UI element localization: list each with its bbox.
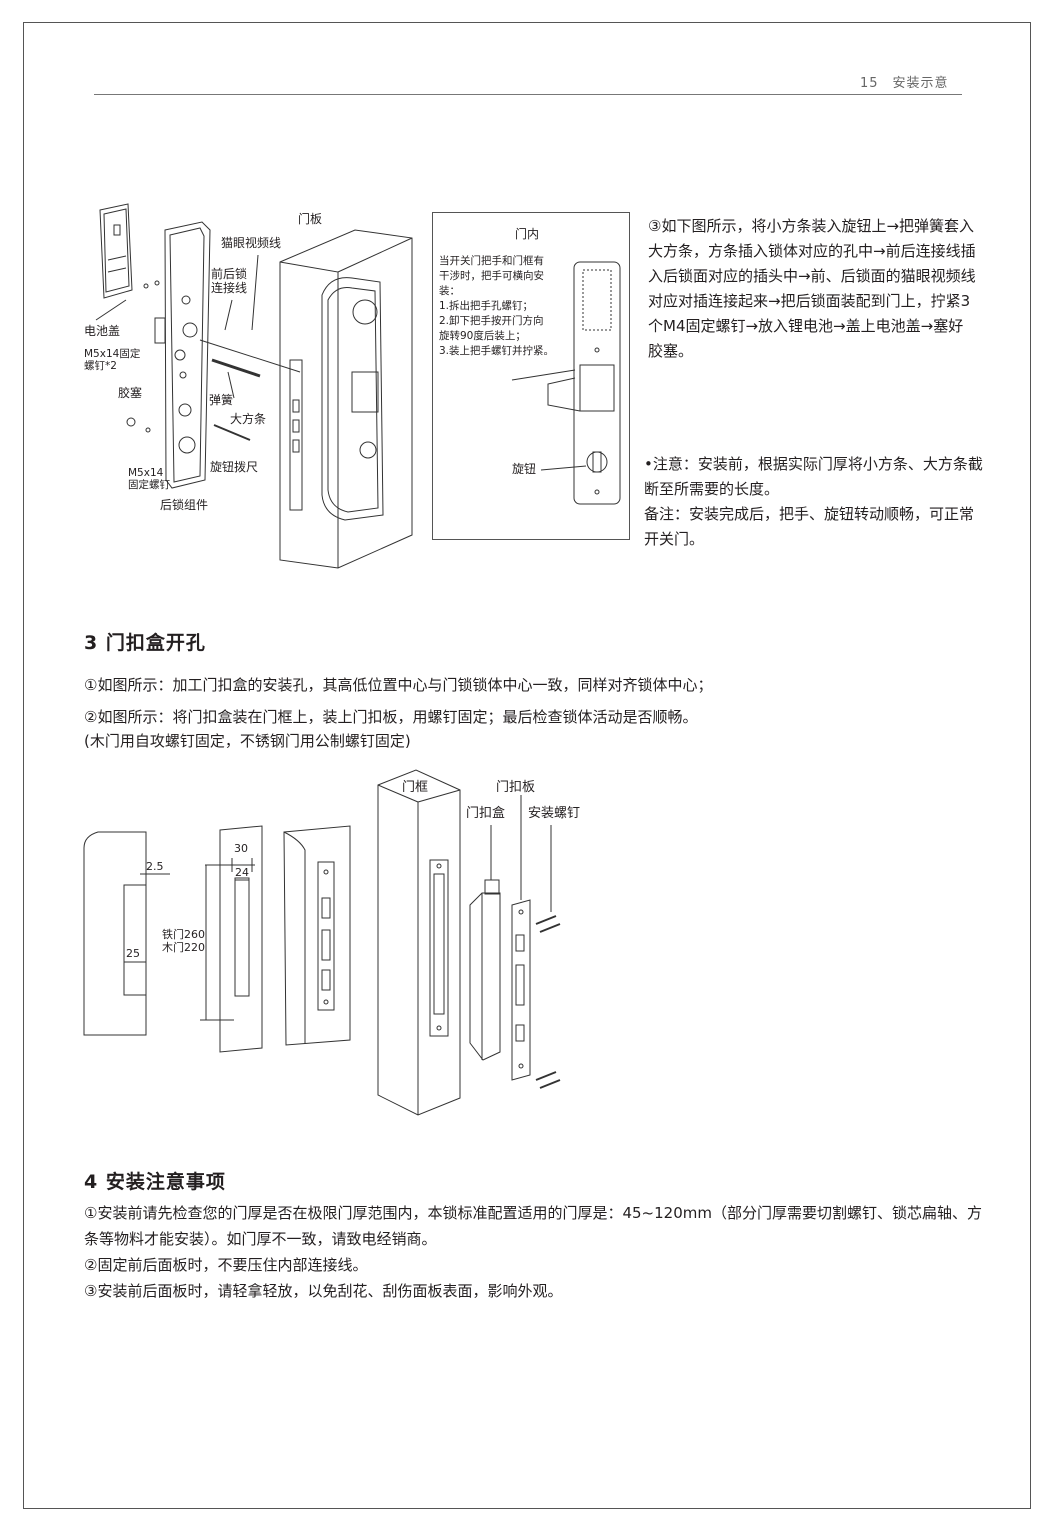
inner-door-box bbox=[432, 212, 630, 540]
section4-p3: ③安装前后面板时，请轻拿轻放，以免刮花、刮伤面板表面，影响外观。 bbox=[84, 1282, 563, 1300]
dim-30: 30 bbox=[234, 842, 248, 855]
label-rubber-plug: 胶塞 bbox=[118, 386, 143, 400]
label-screw-m5x14-2: M5x14固定 螺钉*2 bbox=[84, 348, 141, 372]
section4-title: 4 安装注意事项 bbox=[84, 1171, 226, 1193]
note-line: 旋转90度后装上； bbox=[439, 330, 526, 342]
notes-block: •注意：安装前，根据实际门厚将小方条、大方条截断至所需要的长度。 备注：安装完成… bbox=[644, 452, 984, 552]
note-line: 3.装上把手螺钉并拧紧。 bbox=[439, 345, 555, 357]
page-number: 15 bbox=[860, 76, 879, 91]
label-spring: 弹簧 bbox=[209, 393, 234, 407]
inner-box-note: 当开关门把手和门框有 干涉时，把手可横向安 装： 1.拆出把手孔螺钉； 2.卸下… bbox=[439, 254, 579, 359]
note-line: 1.拆出把手孔螺钉； bbox=[439, 300, 534, 312]
section3-p1: ①如图所示：加工门扣盒的安装孔，其高低位置中心与门锁锁体中心一致，同样对齐锁体中… bbox=[84, 676, 713, 694]
label-rear-lock-assembly: 后锁组件 bbox=[160, 498, 209, 512]
strike-plate-drawing bbox=[511, 795, 531, 1081]
header-rule bbox=[94, 94, 962, 95]
strike-fig-3 bbox=[283, 825, 351, 1046]
note-text: •注意：安装前，根据实际门厚将小方条、大方条截断至所需要的长度。 bbox=[644, 455, 983, 498]
note-line: 装： bbox=[439, 285, 460, 297]
label-install-screw: 安装螺钉 bbox=[528, 806, 581, 821]
section-title: 安装示意 bbox=[892, 76, 949, 91]
section4-p1: ①安装前请先检查您的门厚是否在极限门厚范围内，本锁标准配置适用的门厚是：45~1… bbox=[84, 1204, 982, 1248]
door-frame-drawing bbox=[377, 769, 461, 1116]
section3-p2: ②如图所示：将门扣盒装在门框上，装上门扣板，用螺钉固定；最后检查锁体活动是否顺畅… bbox=[84, 708, 698, 726]
section4-p2: ②固定前后面板时，不要压住内部连接线。 bbox=[84, 1256, 368, 1274]
note-line: 2.卸下把手按开门方向 bbox=[439, 315, 544, 327]
strike-fig-1 bbox=[83, 831, 170, 1036]
label-cat-eye-cable: 猫眼视频线 bbox=[221, 236, 282, 250]
label-knob-ruler: 旋钮拨尺 bbox=[210, 460, 259, 474]
spring-and-bars bbox=[199, 254, 301, 441]
label-strike-box: 门扣盒 bbox=[466, 806, 506, 821]
label-knob: 旋钮 bbox=[512, 462, 537, 476]
label-door-panel: 门板 bbox=[298, 212, 323, 226]
dim-24: 24 bbox=[235, 866, 249, 879]
label-battery-cover: 电池盖 bbox=[84, 324, 121, 338]
rear-lock-drawing bbox=[126, 221, 211, 489]
dim-height: 铁门260 木门220 bbox=[162, 928, 205, 954]
remark-text: 备注：安装完成后，把手、旋钮转动顺畅，可正常开关门。 bbox=[644, 505, 975, 548]
strike-fig-2 bbox=[200, 825, 263, 1053]
label-big-square-bar: 大方条 bbox=[230, 412, 267, 426]
page-header: 15 安装示意 bbox=[860, 72, 963, 91]
label-door-frame: 门框 bbox=[402, 780, 429, 795]
page-frame bbox=[23, 22, 1031, 1509]
screws-drawing bbox=[535, 825, 561, 1089]
dim-2-5: 2.5 bbox=[146, 860, 164, 873]
strike-box-drawing bbox=[469, 825, 501, 1061]
section3-p3: (木门用自攻螺钉固定，不锈钢门用公制螺钉固定) bbox=[84, 732, 411, 750]
label-strike-plate: 门扣板 bbox=[496, 780, 536, 795]
note-line: 当开关门把手和门框有 bbox=[439, 255, 544, 267]
inner-panel-drawing bbox=[511, 261, 621, 505]
section3-title: 3 门扣盒开孔 bbox=[84, 632, 206, 654]
label-front-rear-cable: 前后锁 连接线 bbox=[211, 267, 248, 295]
note-line: 干涉时，把手可横向安 bbox=[439, 270, 544, 282]
door-block-drawing bbox=[279, 229, 413, 569]
label-screw-m5x14: M5x14 固定螺钉 bbox=[128, 467, 170, 491]
step3-text: ③如下图所示，将小方条装入旋钮上→把弹簧套入大方条，方条插入锁体对应的孔中→前后… bbox=[648, 217, 976, 360]
inner-box-title: 门内 bbox=[515, 227, 540, 241]
dim-25: 25 bbox=[126, 947, 140, 960]
battery-cover-drawing bbox=[95, 203, 133, 321]
